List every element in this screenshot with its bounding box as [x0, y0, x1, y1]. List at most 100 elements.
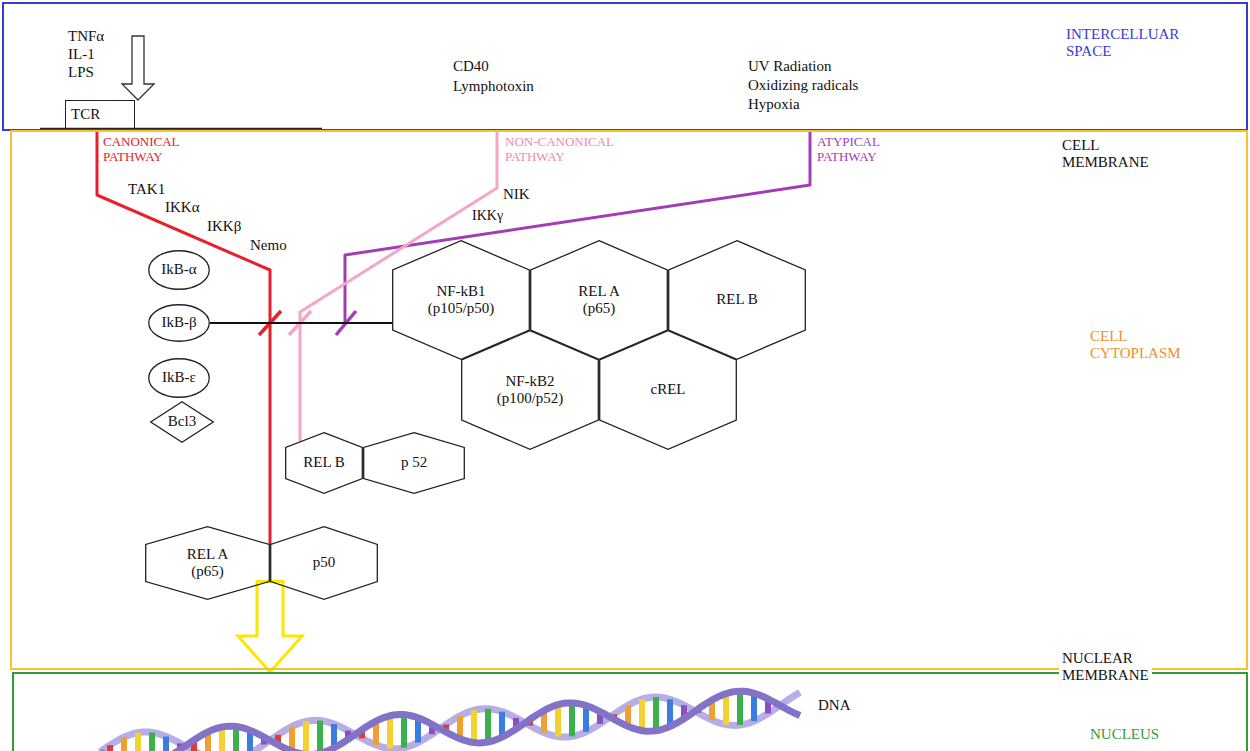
membrane-label: NUCLEAR MEMBRANE	[1059, 650, 1152, 684]
region-label: NUCLEUS	[1090, 726, 1159, 743]
dna-label: DNA	[818, 697, 851, 714]
label-holder: CD40	[453, 58, 489, 75]
label-holder: NON-CANONICAL PATHWAY	[505, 135, 635, 164]
label-holder: Lymphotoxin	[453, 78, 534, 95]
receptor-box: TCR	[65, 100, 135, 129]
dimer-hexagon: p50	[270, 526, 378, 600]
label-holder: IKKα	[165, 199, 200, 216]
inhibitor-ellipse: IkB-β	[148, 304, 210, 342]
ellipse-border	[149, 251, 210, 290]
node-label: Bcl3	[168, 413, 196, 430]
nucleus-band: NUCLEUS	[12, 672, 1248, 751]
inhibitor-ellipse: IkB-ε	[148, 358, 210, 398]
label-holder: IKKγ	[472, 208, 503, 224]
label-holder: LPS	[68, 64, 94, 81]
dna-base-pair	[163, 737, 169, 751]
dna-base-pair	[401, 715, 407, 748]
ellipse-border	[149, 305, 210, 342]
stimulus-label: IL-1	[68, 46, 95, 63]
hex-border	[531, 241, 668, 360]
node-label: IkB-ε	[162, 369, 196, 386]
hex-border	[600, 331, 737, 450]
dna-base-pair	[135, 733, 141, 751]
node-label: p 52	[401, 454, 427, 471]
subunit-hexagon: NF-kB2 (p100/p52)	[461, 330, 599, 450]
node-label: p50	[313, 554, 336, 571]
stimulus-label: UV Radiation	[748, 58, 831, 75]
kinase-label: IKKβ	[207, 218, 241, 235]
node-label: REL B	[716, 291, 758, 308]
node-label: REL B	[303, 454, 345, 471]
complex-bond-line-path	[210, 322, 392, 324]
dna-base-pair	[303, 721, 309, 751]
stimulus-label: CD40	[453, 58, 489, 75]
kinase-label: IKKα	[165, 199, 200, 216]
dna-strand	[100, 693, 800, 751]
subunit-hexagon: cREL	[599, 330, 737, 450]
node-label: cREL	[651, 381, 686, 398]
intercellular-space-band: INTERCELLUAR SPACE TCR	[2, 2, 1248, 131]
node-label: NF-kB2 (p100/p52)	[480, 373, 580, 408]
kinase-label: NIK	[503, 186, 530, 203]
hex-border	[146, 527, 270, 600]
dna-base-pair	[569, 703, 575, 737]
stimulus-label: TNFα	[68, 28, 104, 45]
ellipse-border	[149, 359, 210, 398]
dimer-hexagon: REL A (p65)	[145, 526, 270, 600]
node-label: IkB-β	[161, 314, 196, 331]
hex-border	[462, 331, 599, 450]
inhibitor-ellipse: IkB-α	[148, 250, 210, 290]
label-holder: TNFα	[68, 28, 104, 45]
dna-base-pair	[107, 745, 113, 751]
inhibitor-diamond: Bcl3	[150, 401, 214, 443]
kinase-label: Nemo	[250, 237, 287, 254]
pathway-label: CANONICAL PATHWAY	[103, 135, 179, 164]
dna-base-pair	[485, 709, 491, 742]
stimulus-label: Hypoxia	[748, 96, 800, 113]
label-holder: NUCLEAR MEMBRANE	[1062, 650, 1152, 684]
dna-base-pair	[737, 691, 743, 725]
dna-base-pair	[471, 710, 477, 742]
hex-border	[669, 241, 806, 360]
dna-base-pair	[317, 721, 323, 751]
label-holder: CANONICAL PATHWAY	[103, 135, 179, 164]
stimulus-label: Oxidizing radicals	[748, 77, 858, 94]
node-label: REL A (p65)	[178, 546, 238, 581]
canonical-pathway-line-path	[97, 129, 270, 545]
pathway-label: ATYPICAL PATHWAY	[817, 135, 879, 164]
label-holder: ATYPICAL PATHWAY	[817, 135, 879, 164]
canonical-pathway-line	[97, 129, 270, 545]
dimer-hexagon: p 52	[363, 432, 465, 494]
subunit-hexagon: REL B	[668, 240, 806, 360]
dna-helix	[100, 691, 800, 751]
subunit-hexagon: NF-kB1 (p105/p50)	[392, 240, 530, 360]
label-holder: NIK	[503, 186, 530, 203]
pathway-label: NON-CANONICAL PATHWAY	[505, 135, 635, 164]
stimulus-label: LPS	[68, 64, 94, 81]
dna-base-pair	[555, 705, 561, 737]
kinase-label: IKKγ	[472, 208, 503, 224]
kinase-label: TAK1	[128, 181, 165, 198]
nuclear-translocation-arrow	[238, 582, 302, 673]
label-holder: Oxidizing radicals	[748, 77, 858, 94]
diamond-border	[151, 402, 214, 443]
label-holder: Nemo	[250, 237, 287, 254]
region-label: INTERCELLUAR SPACE	[1066, 26, 1179, 61]
complex-bond-line	[210, 323, 392, 324]
dna-strand	[100, 691, 800, 751]
hex-border	[286, 433, 363, 494]
label-holder: IL-1	[68, 46, 95, 63]
label-holder: UV Radiation	[748, 58, 831, 75]
region-label: CELL CYTOPLASM	[1090, 328, 1181, 363]
label-holder: IKKβ	[207, 218, 241, 235]
hex-border	[393, 241, 530, 360]
atypical-pathway-line	[345, 132, 810, 323]
label-holder: TAK1	[128, 181, 165, 198]
node-label: TCR	[71, 106, 100, 123]
stimulus-arrow	[122, 36, 154, 100]
dna-base-pair	[121, 737, 127, 751]
dna-base-pair	[149, 733, 155, 751]
label-holder: Hypoxia	[748, 96, 800, 113]
label-holder: DNA	[818, 697, 851, 714]
